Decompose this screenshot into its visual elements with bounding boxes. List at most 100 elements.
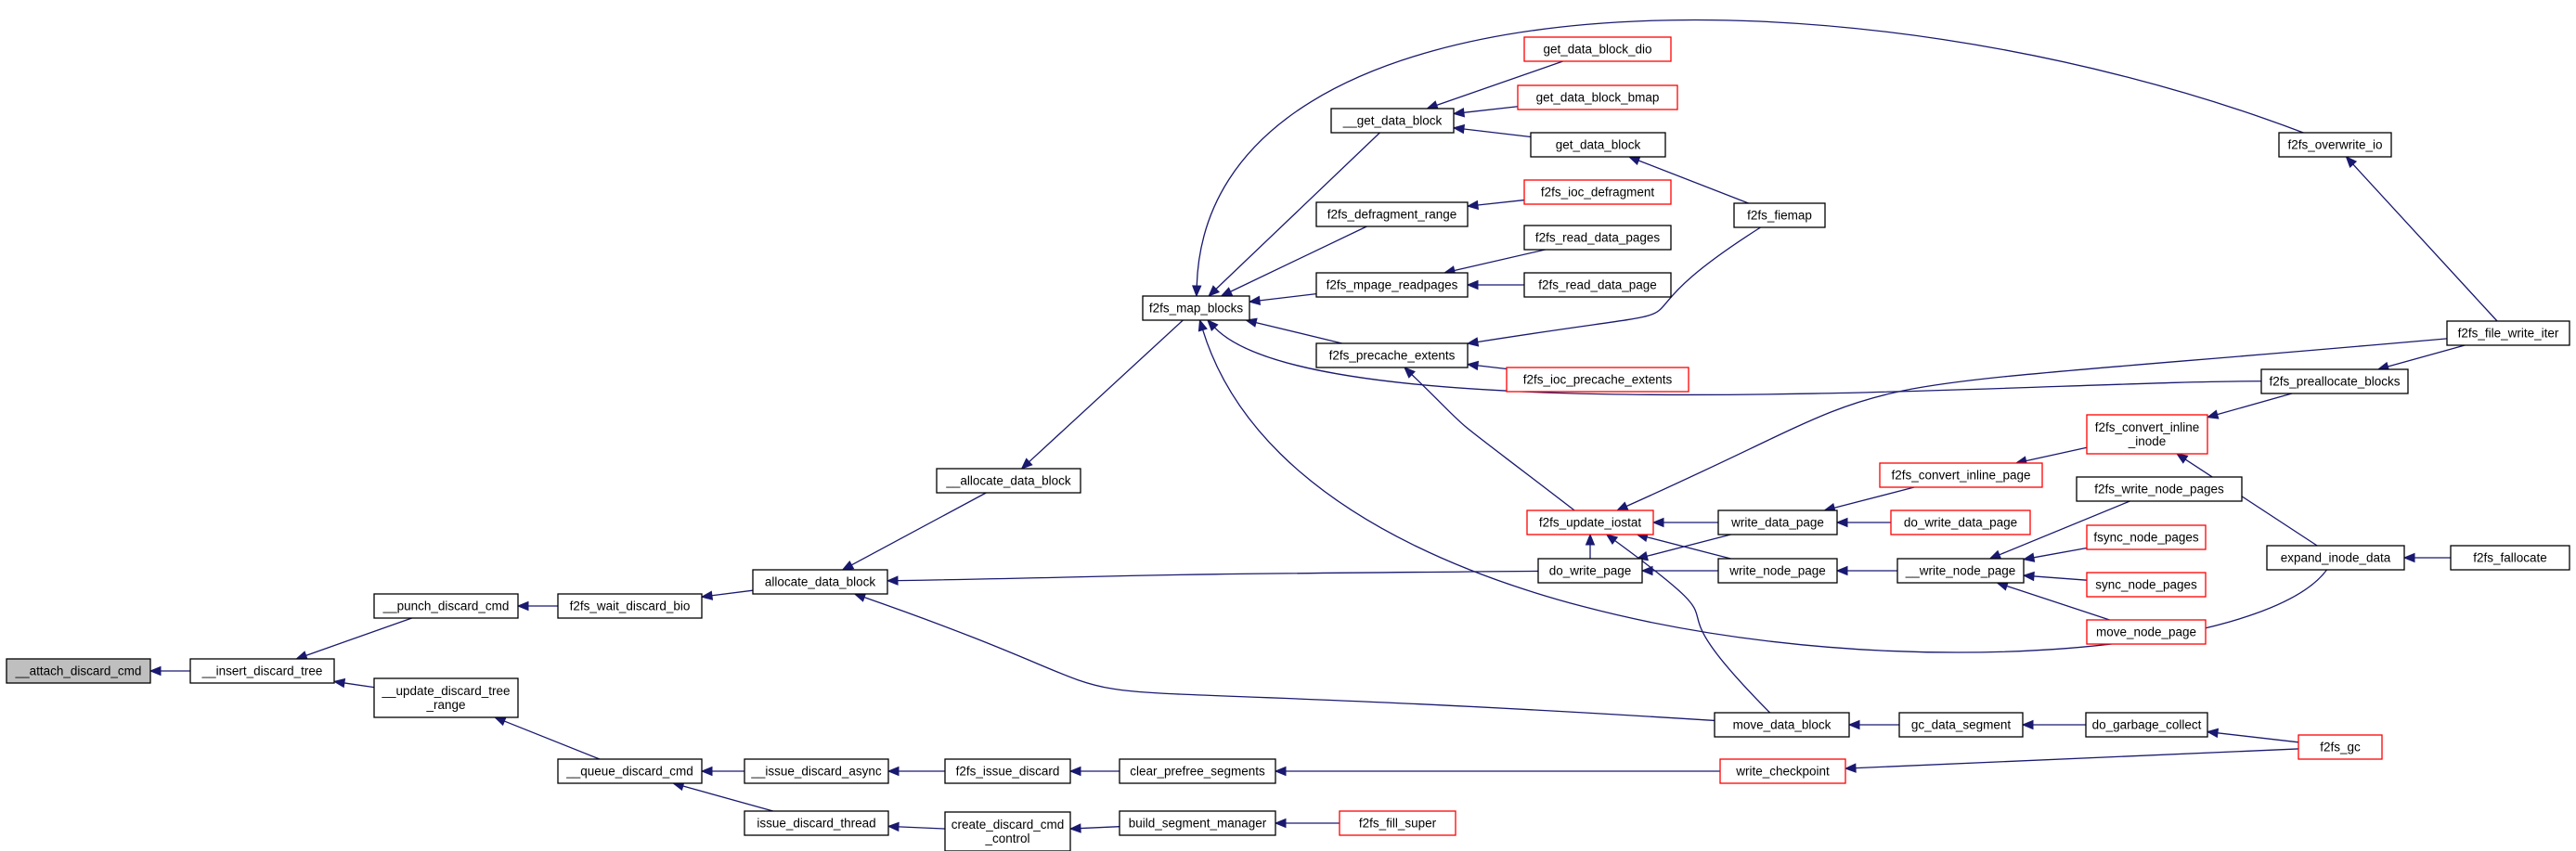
function-node[interactable]: __issue_discard_async (744, 758, 889, 784)
call-edge (2376, 344, 2466, 371)
function-node[interactable]: f2fs_precache_extents (1315, 342, 1469, 368)
function-node[interactable]: clear_prefree_segments (1119, 758, 1276, 784)
edge-line (1638, 160, 1749, 204)
call-edge (1404, 367, 1575, 511)
function-node[interactable]: build_segment_manager (1119, 810, 1276, 836)
node-box (1733, 202, 1826, 228)
function-node[interactable]: write_data_page (1717, 509, 1838, 535)
function-node[interactable]: f2fs_wait_discard_bio (557, 593, 703, 619)
function-node[interactable]: __write_node_page (1896, 558, 2025, 584)
node-box (1537, 558, 1643, 584)
edge-line (1215, 132, 1380, 290)
function-node[interactable]: issue_discard_thread (744, 810, 889, 836)
node-label: move_data_block (1733, 718, 1832, 732)
function-node[interactable]: create_discard_cmd_control (944, 811, 1071, 851)
call-edge (1068, 823, 1120, 833)
function-node[interactable]: f2fs_gc (2298, 734, 2383, 760)
function-node[interactable]: get_data_block_dio (1523, 36, 1672, 62)
function-node[interactable]: sync_node_pages (2086, 572, 2207, 598)
call-edge (1248, 293, 1317, 306)
arrowhead (1988, 549, 2002, 560)
function-node[interactable]: f2fs_mpage_readpages (1315, 272, 1469, 298)
edge-line (504, 720, 601, 760)
function-node[interactable]: f2fs_write_node_pages (2076, 476, 2243, 502)
call-edge (700, 589, 754, 600)
node-box (2076, 476, 2243, 502)
function-node[interactable]: __update_discard_tree_range (373, 677, 519, 718)
function-node[interactable]: __insert_discard_tree (189, 658, 335, 684)
function-node[interactable]: write_node_page (1717, 558, 1838, 584)
node-box (1526, 509, 1654, 535)
arrowhead (2206, 728, 2220, 739)
arrowhead (1206, 319, 1219, 331)
call-edge (1206, 319, 2262, 396)
edge-line (1646, 536, 1731, 560)
function-node[interactable]: do_garbage_collect (2085, 712, 2208, 738)
function-node[interactable]: write_checkpoint (1719, 758, 1846, 784)
function-node[interactable]: move_data_block (1714, 712, 1850, 738)
edge-line (1202, 329, 2328, 653)
function-node[interactable]: f2fs_ioc_defragment (1523, 179, 1672, 205)
edge-line (897, 570, 1539, 582)
function-node[interactable]: f2fs_update_iostat (1526, 509, 1654, 535)
function-node[interactable]: f2fs_fiemap (1733, 202, 1826, 228)
function-node[interactable]: fsync_node_pages (2086, 524, 2207, 550)
edge-line (2217, 732, 2299, 743)
arrowhead (1466, 337, 1480, 347)
function-node[interactable]: gc_data_segment (1898, 712, 2024, 738)
edge-line (2352, 163, 2498, 322)
function-node[interactable]: f2fs_file_write_iter (2446, 320, 2570, 346)
function-node[interactable]: do_write_data_page (1890, 509, 2031, 535)
edge-line (1255, 321, 1342, 344)
call-edge (1452, 106, 1519, 118)
function-node[interactable]: f2fs_map_blocks (1142, 295, 1250, 321)
function-node[interactable]: do_write_page (1537, 558, 1643, 584)
arrowhead (2206, 409, 2220, 419)
call-edge (1466, 279, 1524, 290)
call-edge (1068, 766, 1120, 777)
arrowhead (516, 600, 529, 612)
function-node[interactable]: f2fs_ioc_precache_extents (1506, 367, 1689, 393)
function-node[interactable]: __allocate_data_block (936, 468, 1081, 494)
node-box (1714, 712, 1850, 738)
function-node[interactable]: allocate_data_block (752, 569, 888, 595)
function-node[interactable]: f2fs_read_data_page (1523, 272, 1672, 298)
arrowhead (1585, 533, 1596, 546)
function-node[interactable]: __punch_discard_cmd (373, 593, 519, 619)
edge-line (2388, 344, 2466, 367)
function-node[interactable]: f2fs_defragment_range (1315, 201, 1469, 227)
call-edge (1274, 818, 1340, 829)
node-box (1142, 295, 1250, 321)
function-node[interactable]: f2fs_issue_discard (944, 758, 1071, 784)
function-node[interactable]: f2fs_convert_inline_inode (2086, 414, 2208, 455)
function-node[interactable]: expand_inode_data (2266, 545, 2405, 571)
arrowhead (841, 560, 855, 571)
function-node[interactable]: f2fs_fallocate (2450, 545, 2570, 571)
arrowhead (2175, 453, 2189, 464)
function-node[interactable]: f2fs_overwrite_io (2278, 132, 2392, 158)
edge-line (2006, 585, 2110, 621)
function-node[interactable]: f2fs_read_data_pages (1523, 225, 1672, 251)
node-label: allocate_data_block (765, 575, 876, 589)
function-node[interactable]: f2fs_fill_super (1339, 810, 1456, 836)
arrowhead (2345, 156, 2358, 169)
function-node[interactable]: move_node_page (2086, 619, 2207, 645)
node-box (1523, 179, 1672, 205)
call-edge (887, 766, 945, 777)
node-box (1719, 758, 1846, 784)
call-edge (1585, 533, 1596, 559)
node-label: f2fs_file_write_iter (2458, 327, 2559, 341)
call-edge (853, 592, 1715, 722)
call-edge (2022, 547, 2088, 562)
function-node[interactable]: f2fs_convert_inline_page (1879, 462, 2043, 488)
node-box (2260, 368, 2409, 394)
function-node[interactable]: get_data_block_bmap (1517, 84, 1678, 110)
node-box (557, 593, 703, 619)
node-box (2266, 545, 2405, 571)
function-node[interactable]: __queue_discard_cmd (557, 758, 703, 784)
function-node[interactable]: f2fs_preallocate_blocks (2260, 368, 2409, 394)
function-node[interactable]: get_data_block (1530, 132, 1666, 158)
node-label: issue_discard_thread (757, 817, 875, 831)
arrowhead (1627, 156, 1641, 166)
function-node[interactable]: __get_data_block (1330, 108, 1455, 134)
